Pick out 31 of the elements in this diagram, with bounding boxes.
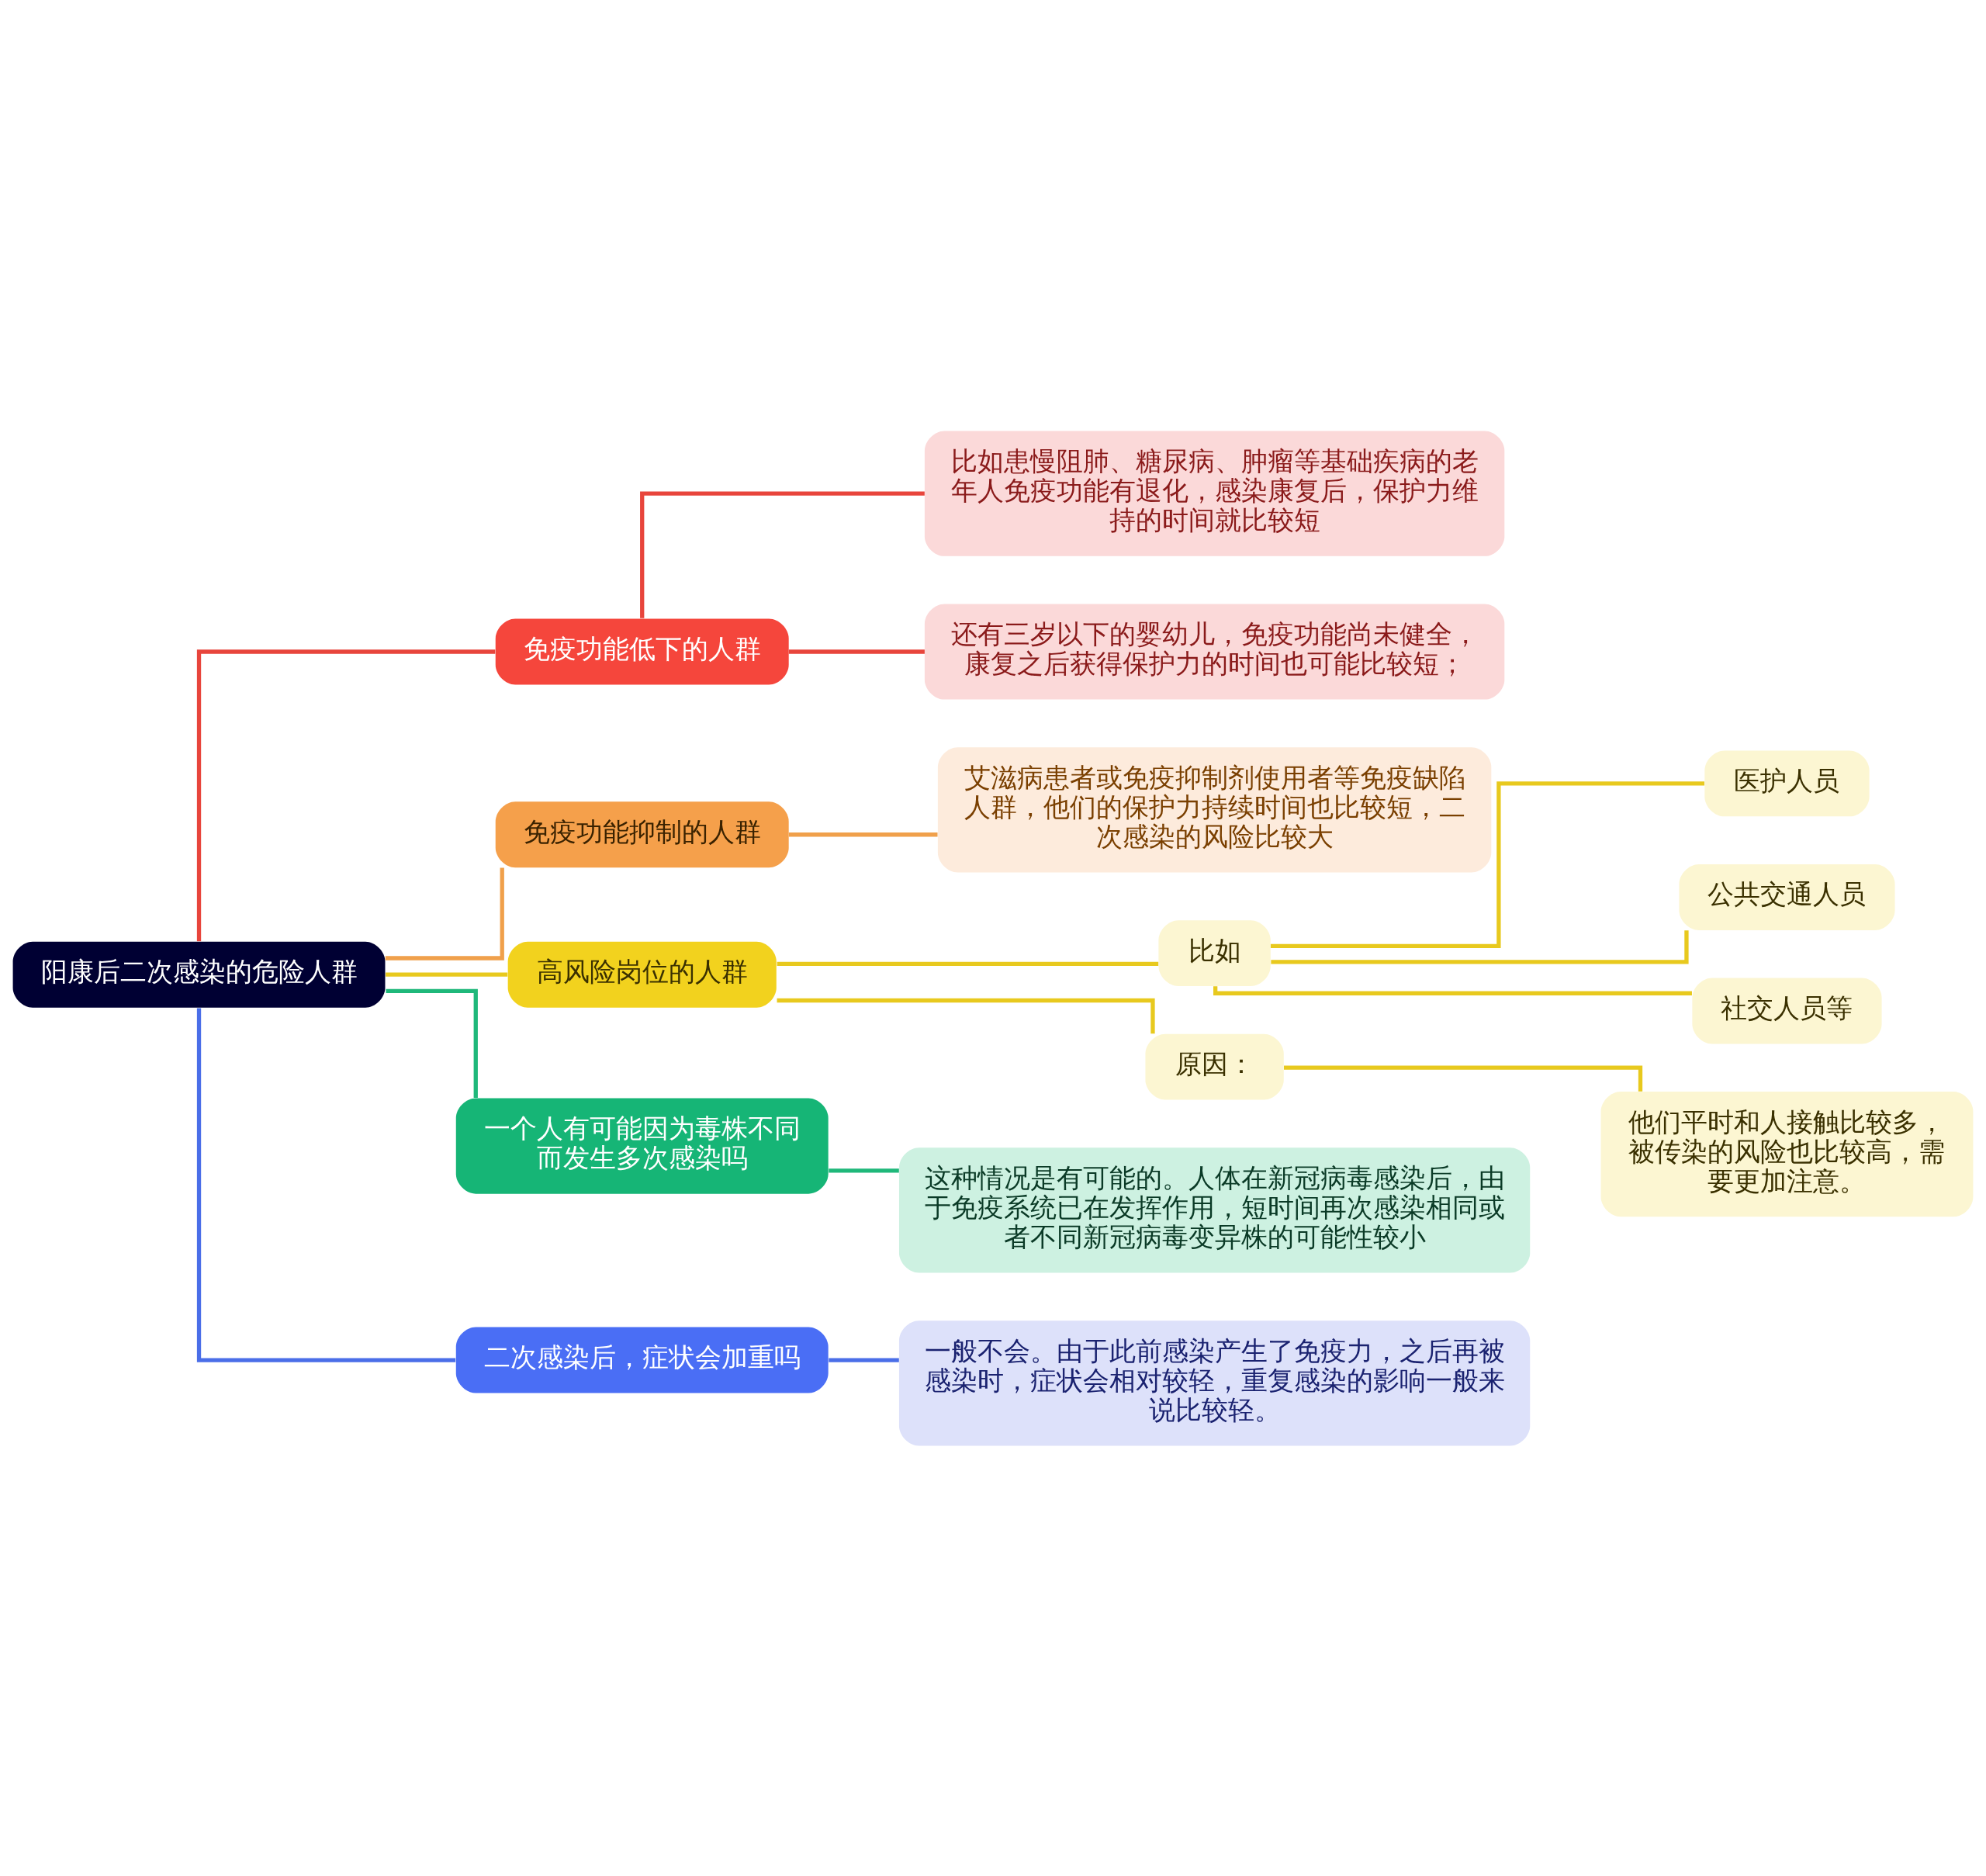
node-box: 免疫功能抑制的人群 <box>495 801 789 867</box>
node-box: 公共交通人员 <box>1679 864 1895 930</box>
node-box: 比如 <box>1158 919 1271 986</box>
connector <box>386 988 478 1098</box>
connector <box>829 1168 899 1173</box>
connector <box>1284 1065 1643 1092</box>
connector <box>788 649 925 654</box>
node-box: 社交人员等 <box>1692 977 1882 1044</box>
node-box: 艾滋病患者或免疫抑制剂使用者等免疫缺陷人群，他们的保护力持续时间也比较短，二次感染的风险比较大 <box>937 746 1492 873</box>
connector <box>1213 985 1692 995</box>
connector <box>777 961 1159 966</box>
connector <box>385 867 504 960</box>
node-box: 还有三岁以下的婴幼儿，免疫功能尚未健全，康复之后获得保护力的时间也可能比较短； <box>924 603 1505 700</box>
node-box: 一般不会。由于此前感染产生了免疫力，之后再被感染时，症状会相对较轻，重复感染的影响一般来说比较轻。 <box>898 1320 1531 1445</box>
connector <box>196 1007 456 1362</box>
node-box: 他们平时和人接触比较多，被传染的风险也比较高，需要更加注意。 <box>1600 1091 1974 1217</box>
node-box: 免疫功能低下的人群 <box>495 618 789 684</box>
node-box: 阳康后二次感染的危险人群 <box>12 941 386 1008</box>
connector <box>196 649 496 941</box>
connector <box>788 832 938 836</box>
connector <box>640 491 925 618</box>
connector <box>829 1357 899 1362</box>
node-box: 二次感染后，症状会加重吗 <box>455 1327 829 1393</box>
node-box: 医护人员 <box>1704 749 1870 816</box>
connector <box>1270 781 1704 948</box>
node-box: 这种情况是有可能的。人体在新冠病毒感染后，由于免疫系统已在发挥作用，短时间再次感染相同或者不同新冠病毒变异株的可能性较小 <box>898 1147 1531 1273</box>
node-box: 高风险岗位的人群 <box>507 941 777 1008</box>
node-box: 比如患慢阻肺、糖尿病、肿瘤等基础疾病的老年人免疫功能有退化，感染康复后，保护力维持的时间就比较短 <box>924 431 1505 556</box>
connector <box>386 972 508 977</box>
node-box: 一个人有可能因为毒株不同而发生多次感染吗 <box>455 1097 829 1194</box>
node-box: 原因： <box>1145 1033 1284 1100</box>
